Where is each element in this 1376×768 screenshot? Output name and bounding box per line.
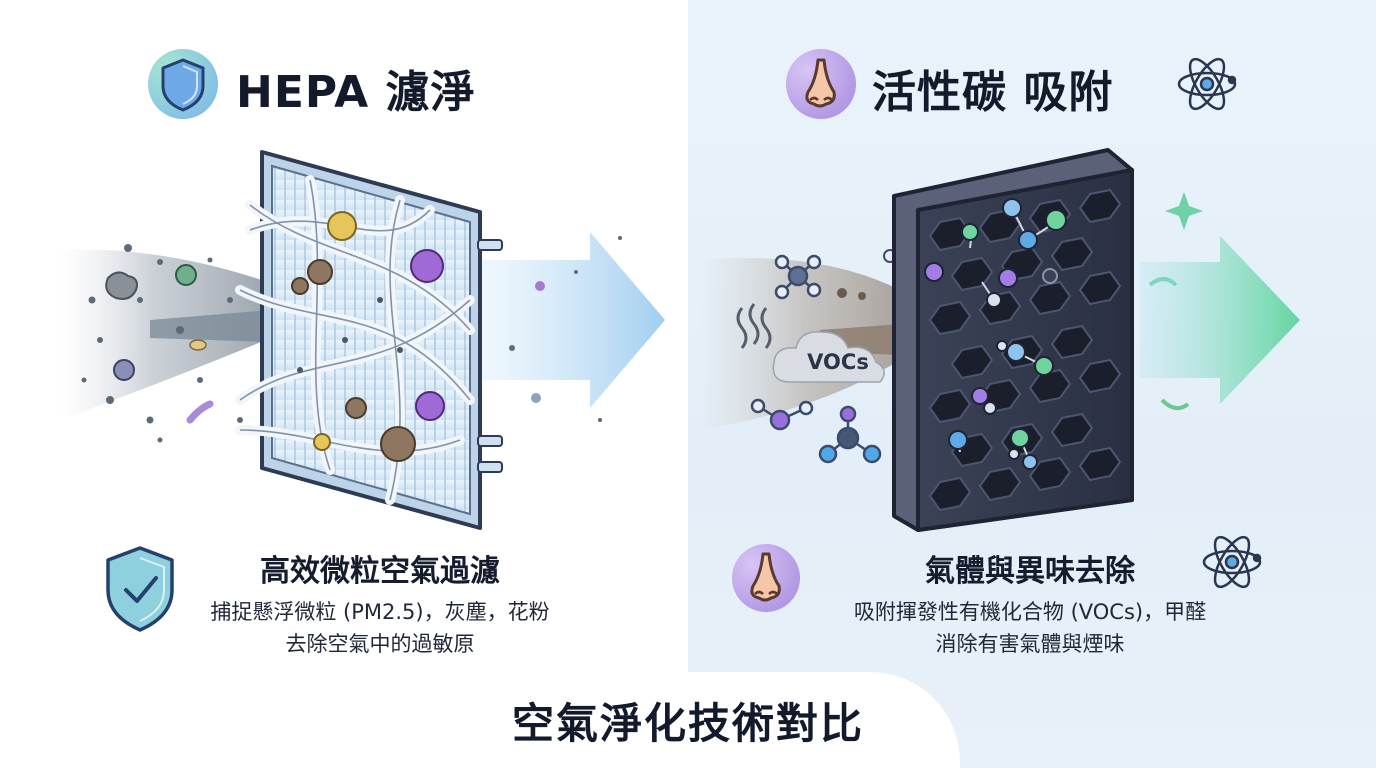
bacteria-particle [186,400,214,424]
hepa-caption-line1: 捕捉懸浮微粒 (PM2.5)，灰塵，花粉 [210,600,550,624]
molecule-blue [818,405,882,464]
atom-icon [1202,535,1262,589]
pollen-grain [189,339,207,351]
page-title: 空氣淨化技術對比 [511,699,864,748]
dust-clump [105,271,138,300]
hepa-heading: HEPA 濾淨 [236,67,476,118]
carbon-caption-line2: 消除有害氣體與煙味 [935,632,1125,656]
atom-icon [1177,57,1237,111]
title-band [0,672,960,768]
activated-carbon-filter [892,148,1134,532]
vocs-label: VOCs [807,350,869,374]
leaf-swirl [1160,398,1190,411]
carbon-caption-title: 氣體與異味去除 [925,554,1135,589]
gas-dot [837,288,847,298]
nose-icon [732,544,800,612]
hepa-header: HEPA 濾淨 [236,56,475,120]
clean-side-dots [509,236,622,422]
carbon-caption-line1: 吸附揮發性有機化合物 (VOCs)，甲醛 [853,600,1207,624]
carbon-header: 活性碳 吸附 [872,56,1113,120]
hepa-caption-line2: 去除空氣中的過敏原 [285,632,475,656]
odor-waves-icon [736,303,772,349]
hepa-filter [235,150,503,530]
hepa-caption-title: 高效微粒空氣過濾 [260,554,500,589]
virus-particle [113,359,135,381]
molecule-purple [750,398,814,431]
vocs-cloud [772,331,885,383]
clean-air-arrow [480,232,665,408]
molecule-left [774,254,822,300]
fresh-air-arrow [1140,236,1300,404]
nose-icon [786,49,856,119]
shield-check-icon [106,546,174,632]
hepa-caption: 高效微粒空氣過濾 捕捉懸浮微粒 (PM2.5)，灰塵，花粉 去除空氣中的過敏原 [170,546,590,660]
pollen-particle [175,264,197,286]
dust-particles [81,244,243,443]
leaf-swirl [1148,277,1178,287]
carbon-heading: 活性碳 吸附 [872,67,1114,118]
shield-icon [148,49,218,119]
sparkle-icon [1165,192,1203,230]
carbon-caption: 氣體與異味去除 吸附揮發性有機化合物 (VOCs)，甲醛 消除有害氣體與煙味 [800,546,1260,660]
gas-dot [858,292,866,300]
